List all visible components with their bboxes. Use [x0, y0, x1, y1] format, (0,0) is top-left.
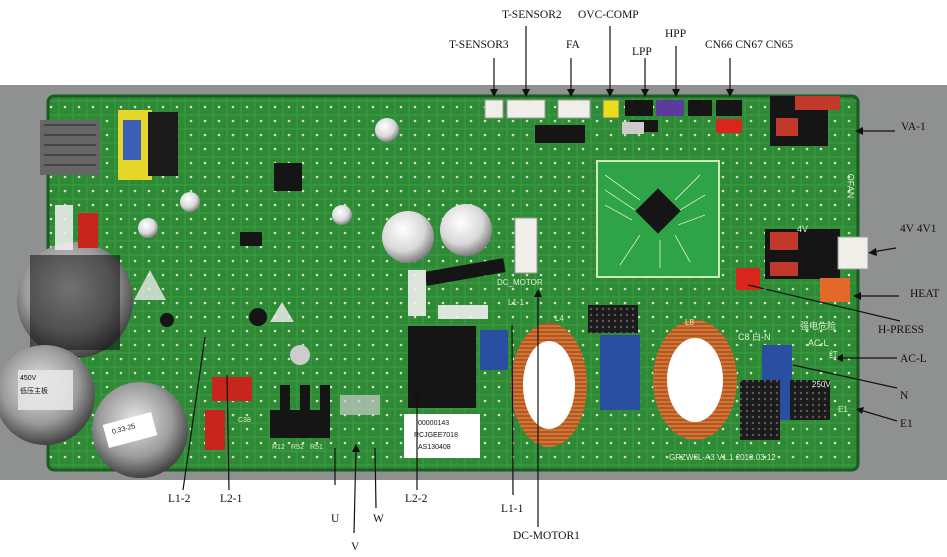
- label-dc-motor1: DC-MOTOR1: [513, 530, 580, 542]
- silk-r52: R52: [291, 444, 304, 451]
- label-u: U: [331, 513, 340, 525]
- label-ovc-comp: OVC-COMP: [578, 9, 639, 21]
- connector-4v: [837, 236, 869, 270]
- mcu-chip: [635, 188, 681, 234]
- label-l1-1: L1-1: [501, 503, 524, 515]
- silk-l1-1: L1-1: [508, 298, 525, 307]
- connector-dc-motor: [514, 217, 538, 274]
- capacitor-1: [382, 211, 434, 263]
- silk-red: 红: [829, 351, 839, 361]
- label-fa: FA: [566, 39, 580, 51]
- cap-label-1: 450V: [20, 375, 37, 382]
- label-l2-1: L2-1: [220, 493, 243, 505]
- silk-e1: E1: [838, 405, 848, 414]
- label-h-press: H-PRESS: [878, 324, 925, 336]
- silk-ofan: OFAN: [845, 173, 856, 199]
- heatsink: [40, 120, 100, 175]
- connector-cn65: [716, 119, 742, 133]
- connector-ovc-comp: [602, 99, 620, 119]
- silk-r12: R12: [272, 444, 285, 451]
- capacitor-2: [440, 204, 492, 256]
- label-4v-4v1: 4V 4V1: [900, 223, 937, 235]
- cap-label-2: 低压主板: [20, 387, 48, 395]
- connector-hpp: [656, 100, 684, 116]
- connector-t-sensor2: [506, 99, 546, 119]
- connector-t-sensor3: [484, 99, 504, 119]
- label-v: V: [351, 541, 360, 553]
- sticker-line-3: AS130408: [418, 444, 451, 451]
- pointer-arrowheads: [352, 89, 877, 452]
- silk-ac-l: AC-L: [808, 338, 829, 348]
- connector-h-press: [736, 268, 760, 290]
- silk-c38: C38: [238, 417, 251, 424]
- sticker-line-1: 00000143: [418, 420, 450, 427]
- silk-dc-motor: DC_MOTOR: [497, 278, 543, 287]
- connector-cn67: [716, 100, 742, 116]
- label-n: N: [900, 390, 909, 402]
- silk-l8: L8: [685, 318, 694, 327]
- connector-fa: [557, 99, 591, 119]
- sticker-line-2: RCJGEE7018: [414, 432, 458, 439]
- label-hpp: HPP: [665, 28, 687, 40]
- label-va-1: VA-1: [901, 121, 926, 133]
- label-ac-l: AC-L: [900, 353, 927, 365]
- silk-warning-cn: 强电危险: [800, 322, 837, 332]
- label-heat: HEAT: [910, 288, 940, 300]
- label-t-sensor2: T-SENSOR2: [502, 9, 562, 21]
- connector-lpp: [625, 100, 653, 116]
- silk-l4: L4: [555, 314, 564, 323]
- silk-r51: R51: [310, 444, 323, 451]
- silk-board-id: GRZW6L-A3 V1.1 2010.03.12: [669, 453, 776, 462]
- label-l1-2: L1-2: [168, 493, 191, 505]
- silk-c8: C8 白-N: [738, 332, 771, 342]
- chip-mcu-small: [274, 163, 302, 191]
- connector-cn66: [688, 100, 712, 116]
- label-cn66-cn67-cn65: CN66 CN67 CN65: [705, 39, 794, 51]
- label-t-sensor3: T-SENSOR3: [449, 39, 509, 51]
- inductor-block: [408, 326, 476, 408]
- label-w: W: [373, 513, 384, 525]
- silk-4v: 4V: [797, 224, 809, 234]
- connector-heat: [820, 278, 850, 302]
- silk-250v: 250V: [812, 380, 831, 389]
- pointer-lines: [182, 26, 901, 534]
- label-lpp: LPP: [632, 46, 652, 58]
- label-e1: E1: [900, 418, 913, 430]
- label-l2-2: L2-2: [405, 493, 428, 505]
